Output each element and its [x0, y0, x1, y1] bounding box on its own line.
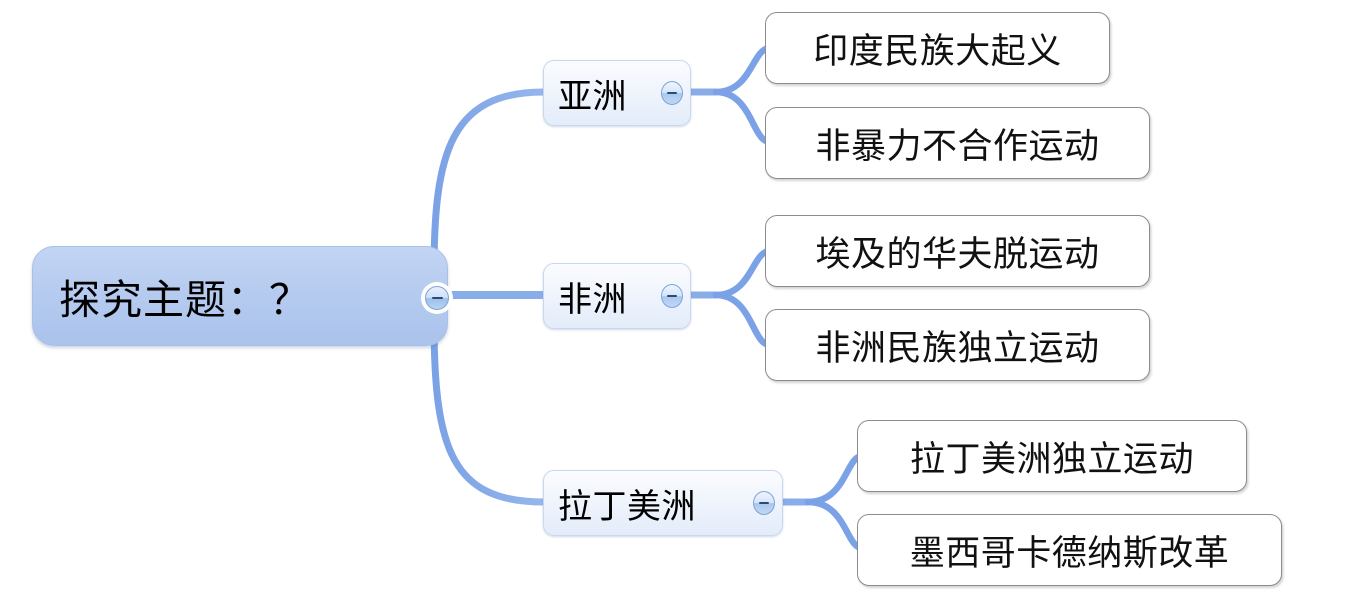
node-root-label: 探究主题：？: [59, 277, 311, 323]
edge-latin-america-to-child-1: [804, 452, 866, 506]
minus-icon: [753, 491, 775, 515]
edge-asia-to-child-1: [712, 44, 774, 96]
edge-latin-america-to-child-2: [804, 498, 866, 552]
collapse-toggle-asia[interactable]: [661, 81, 683, 105]
node-leaf-latin-2[interactable]: 墨西哥卡德纳斯改革: [857, 514, 1282, 586]
node-leaf-latin-1-label: 拉丁美洲独立运动: [909, 439, 1194, 479]
node-branch-latin-america-label: 拉丁美洲: [558, 487, 696, 526]
node-leaf-asia-1[interactable]: 印度民族大起义: [765, 12, 1110, 84]
node-root[interactable]: 探究主题：？: [32, 246, 448, 346]
node-leaf-africa-1[interactable]: 埃及的华夫脱运动: [765, 215, 1150, 287]
node-branch-asia[interactable]: 亚洲: [543, 60, 691, 126]
edge-root-to-latin-america: [430, 316, 548, 506]
node-leaf-africa-2-label: 非洲民族独立运动: [815, 328, 1100, 368]
node-branch-latin-america[interactable]: 拉丁美洲: [543, 470, 783, 536]
collapse-toggle-root[interactable]: [422, 283, 452, 313]
edge-africa-to-child-1: [712, 247, 774, 299]
node-leaf-asia-1-label: 印度民族大起义: [813, 31, 1062, 71]
node-leaf-asia-2-label: 非暴力不合作运动: [815, 126, 1100, 166]
edge-asia-to-child-2: [712, 88, 774, 146]
node-branch-africa-label: 非洲: [558, 280, 627, 319]
node-leaf-latin-1[interactable]: 拉丁美洲独立运动: [857, 420, 1247, 492]
node-leaf-asia-2[interactable]: 非暴力不合作运动: [765, 107, 1150, 179]
minus-icon: [425, 286, 449, 310]
node-branch-asia-label: 亚洲: [558, 77, 627, 116]
edge-africa-to-child-2: [712, 291, 774, 349]
minus-icon: [661, 284, 683, 308]
collapse-toggle-africa[interactable]: [661, 284, 683, 308]
edge-root-to-asia: [430, 88, 548, 276]
collapse-toggle-latin-america[interactable]: [753, 491, 775, 515]
node-leaf-africa-1-label: 埃及的华夫脱运动: [815, 234, 1100, 274]
node-leaf-latin-2-label: 墨西哥卡德纳斯改革: [909, 533, 1230, 573]
node-leaf-africa-2[interactable]: 非洲民族独立运动: [765, 309, 1150, 381]
minus-icon: [661, 81, 683, 105]
